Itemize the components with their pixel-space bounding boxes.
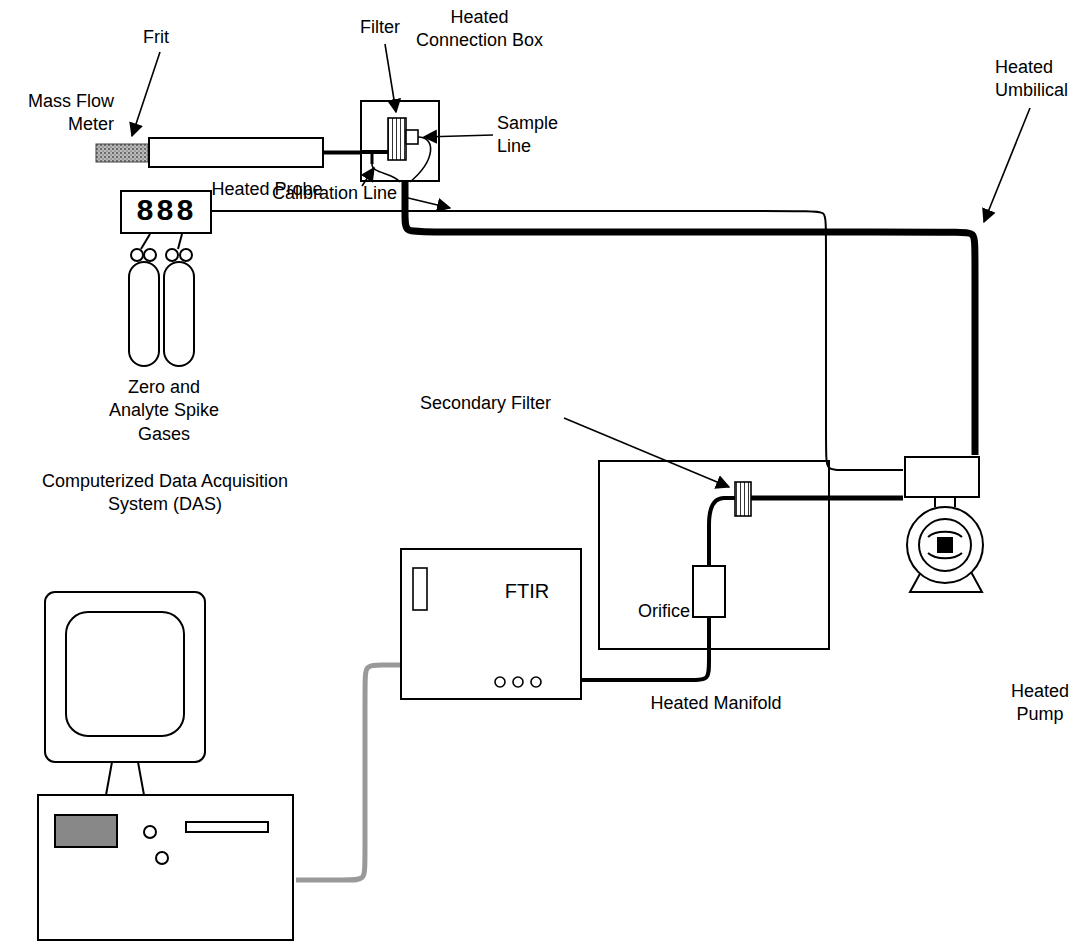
mass-flow-meter: Mass Flow Meter888 — [120, 190, 212, 234]
node-heading: Heated Pump — [1005, 680, 1075, 727]
part-label: Calibration Line — [272, 182, 397, 205]
manifold-internals — [709, 482, 830, 565]
heated-probe: Heated Probe — [148, 137, 324, 168]
probe-tube — [324, 151, 360, 155]
part-label: Heated Umbilical — [995, 56, 1080, 103]
data-cable — [296, 665, 400, 880]
display-digits: 888 — [122, 192, 210, 232]
node-heading: Heated Manifold — [600, 692, 832, 715]
heated-manifold: Heated ManifoldOrifice — [598, 460, 830, 650]
part-label: Secondary Filter — [420, 392, 551, 415]
calibration-line — [212, 211, 903, 470]
heated-pump: Heated Pump — [903, 455, 993, 592]
node-heading: Mass Flow Meter — [14, 90, 114, 137]
node-heading: Orifice — [624, 600, 690, 623]
node-heading: Heated Connection Box — [412, 6, 547, 53]
part-label: Frit — [143, 26, 169, 49]
part-label: Sample Line — [497, 112, 572, 159]
heated-umbilical — [405, 182, 975, 455]
pump-outlet-line — [830, 496, 903, 501]
das-computer: Computerized Data Acquisition System (DA… — [36, 590, 296, 942]
orifice: Orifice — [692, 565, 726, 618]
node-title: FTIR — [484, 578, 570, 604]
connection-box: Heated Connection Box — [360, 100, 440, 182]
gas-cylinders — [129, 234, 194, 366]
node-heading: Computerized Data Acquisition System (DA… — [40, 470, 290, 517]
ftir-box: FTIR — [400, 548, 582, 700]
part-label: Zero and Analyte Spike Gases — [105, 376, 223, 446]
computer-illustration — [38, 592, 293, 940]
leader-lines — [132, 44, 1030, 487]
pump-illustration — [905, 457, 983, 592]
frit — [96, 144, 148, 162]
part-label: Filter — [360, 16, 400, 39]
